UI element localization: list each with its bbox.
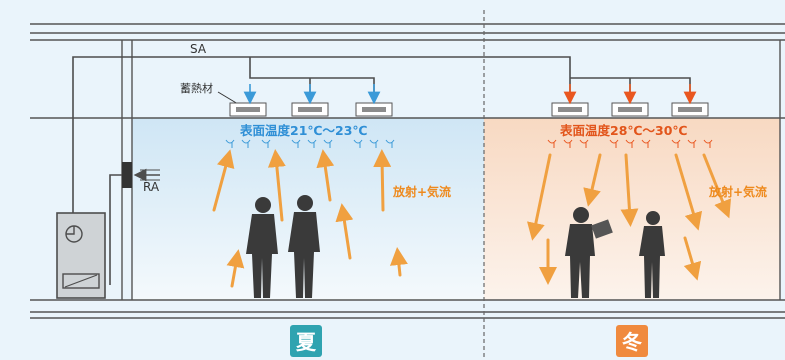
- winter-people: [565, 207, 665, 298]
- summer-surface-temp: 表面温度21℃〜23℃: [239, 123, 368, 138]
- summer-badge: 夏: [290, 325, 322, 357]
- winter-badge-label: 冬: [622, 330, 642, 354]
- thermal-storage-label: 蓄熱材: [180, 81, 213, 95]
- summer-airflow-arrows: [212, 149, 408, 288]
- panel-unit: [671, 84, 709, 117]
- sa-label: SA: [190, 42, 207, 56]
- person-silhouette: [639, 211, 665, 298]
- up-air-arrow: [335, 203, 354, 260]
- person-silhouette: [246, 197, 278, 298]
- panel-unit: [551, 84, 589, 117]
- summer-ceiling-panels: [229, 84, 393, 117]
- summer-mode-note: 放射+気流: [392, 184, 451, 199]
- summer-people: [246, 195, 320, 298]
- return-air-grille: [122, 162, 132, 188]
- panel-unit: [229, 84, 267, 117]
- up-air-arrow: [267, 149, 286, 222]
- down-air-arrow: [702, 153, 732, 219]
- down-air-arrow: [583, 153, 602, 207]
- down-air-arrow: [683, 236, 702, 281]
- panel-unit: [355, 84, 393, 117]
- up-air-arrow: [212, 149, 235, 212]
- summer-badge-label: 夏: [296, 330, 317, 354]
- thermal-storage-leader: [217, 91, 239, 105]
- winter-airflow-arrows: [527, 153, 732, 285]
- down-air-arrow: [620, 153, 639, 227]
- winter-mode-note: 放射+気流: [708, 184, 767, 199]
- winter-surface-temp: 表面温度28℃〜30℃: [559, 123, 688, 138]
- winter-ceiling-panels: [551, 84, 709, 117]
- return-duct: [109, 168, 160, 285]
- cool-radiation-marks: [225, 139, 395, 148]
- person-silhouette: [565, 207, 613, 298]
- up-air-arrow: [373, 149, 392, 212]
- air-handling-unit: [56, 212, 106, 299]
- winter-badge: 冬: [616, 325, 648, 357]
- down-air-arrow: [527, 153, 552, 241]
- up-air-arrow: [389, 247, 408, 277]
- warm-radiation-marks: [547, 139, 713, 148]
- panel-unit: [291, 84, 329, 117]
- ra-label: RA: [143, 180, 160, 194]
- panel-unit: [611, 84, 649, 117]
- person-silhouette: [288, 195, 320, 298]
- up-air-arrow: [316, 149, 335, 202]
- down-air-arrow: [674, 153, 703, 231]
- up-air-arrow: [226, 249, 245, 288]
